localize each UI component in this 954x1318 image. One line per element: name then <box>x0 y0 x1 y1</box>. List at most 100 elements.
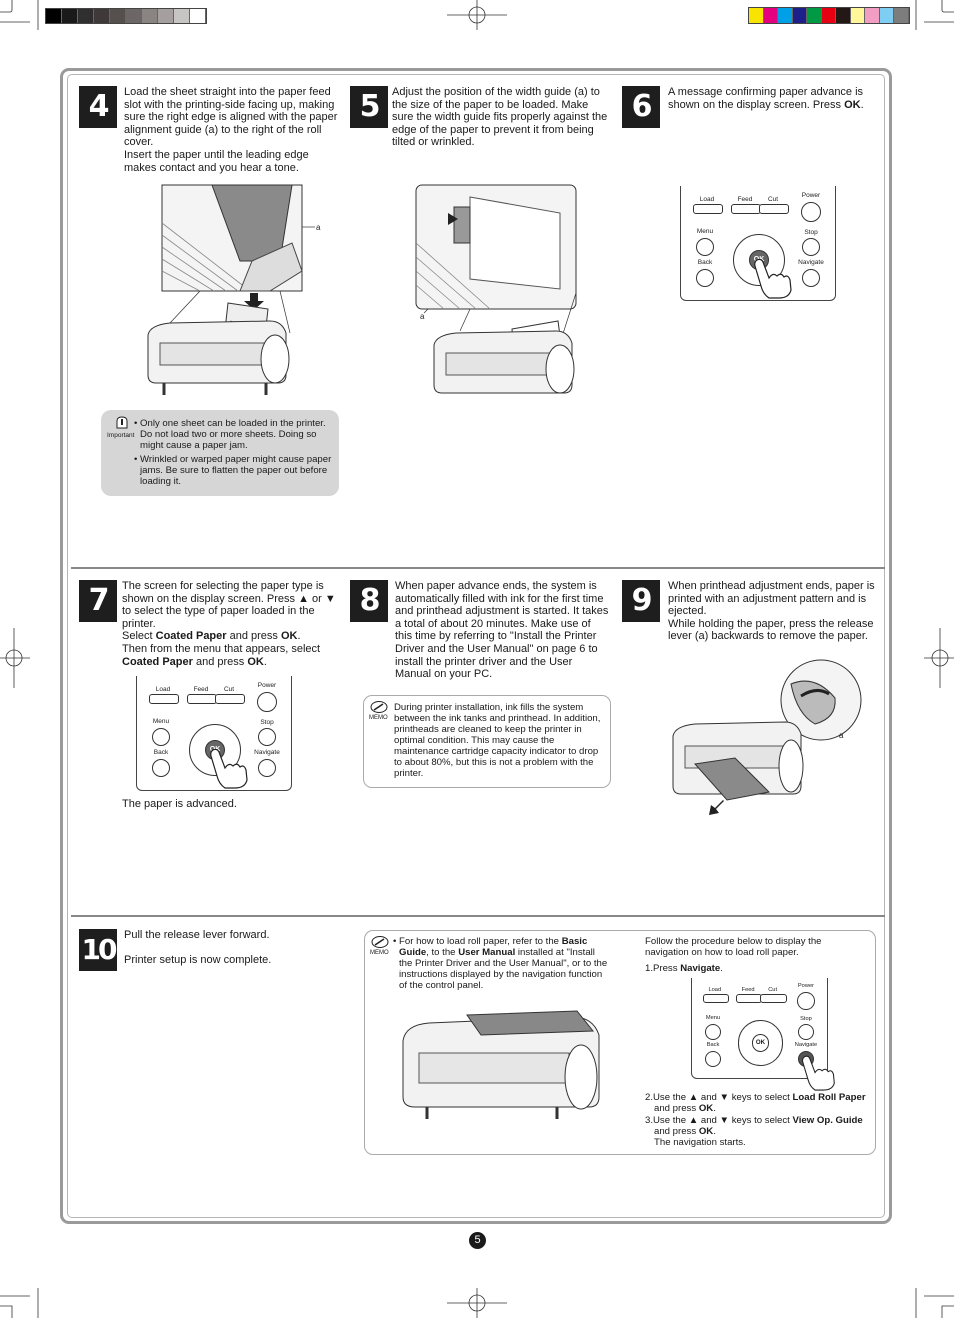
hand-press-icon <box>754 258 792 299</box>
panel-label-load: Load <box>155 686 171 693</box>
step-5-number: 5 <box>350 86 388 128</box>
power-button[interactable] <box>257 692 277 712</box>
step-4-line-2: Insert the paper until the leading edge … <box>124 148 309 174</box>
power-button[interactable] <box>801 202 821 222</box>
swatch <box>78 9 94 23</box>
step-9-line-2: While holding the paper, press the relea… <box>668 617 874 643</box>
printer-illustration <box>402 1010 600 1119</box>
swatch <box>821 8 836 23</box>
panel-label-feed: Feed <box>193 686 209 693</box>
memo-8-text: During printer installation, ink fills t… <box>394 702 601 779</box>
step-10-number: 10 <box>79 929 117 971</box>
arrow-down-left-icon <box>709 800 724 815</box>
step-8-text: When paper advance ends, the system is a… <box>395 580 609 681</box>
step-7-number: 7 <box>79 580 117 622</box>
feed-button[interactable] <box>735 993 763 1003</box>
swatch <box>46 9 62 23</box>
panel-label-power: Power <box>257 682 277 689</box>
navigate-button[interactable] <box>258 759 276 777</box>
page-frame-inner <box>67 74 885 1218</box>
navigate-button[interactable] <box>802 269 820 287</box>
panel-label-cut: Cut <box>768 986 778 993</box>
power-button[interactable] <box>797 992 815 1010</box>
swatch <box>142 9 158 23</box>
hand-press-icon <box>801 1055 835 1091</box>
swatch <box>174 9 190 23</box>
hand-press-icon <box>210 748 248 789</box>
important-note: Important • Only one sheet can be loaded… <box>101 410 339 496</box>
important-icon-label: Important <box>107 432 135 439</box>
cut-button[interactable] <box>215 694 245 704</box>
swatch <box>158 9 174 23</box>
memo-icon <box>370 701 388 713</box>
panel-label-cut: Cut <box>223 686 235 693</box>
swatch <box>62 9 78 23</box>
menu-button[interactable] <box>152 728 170 746</box>
memo-10-follow: Follow the procedure below to display th… <box>645 936 822 958</box>
stop-button[interactable] <box>802 238 820 256</box>
step-7-text: The screen for selecting the paper type … <box>122 580 340 668</box>
memo-icon-label: MEMO <box>369 715 388 721</box>
panel-label-cut: Cut <box>767 196 779 203</box>
panel-label-navigate: Navigate <box>794 1041 818 1048</box>
arrow-down-icon <box>244 293 264 310</box>
step-7-line-3: Then from the menu that appears, select … <box>122 642 321 668</box>
memo-10-text: • For how to load roll paper, refer to t… <box>393 936 608 991</box>
page-frame <box>60 68 892 1224</box>
swatch <box>850 8 865 23</box>
cut-button[interactable] <box>759 204 789 214</box>
swatch <box>792 8 807 23</box>
step-4-number: 4 <box>79 86 117 128</box>
step-4-illustration: a Printing side <box>147 184 321 395</box>
swatch <box>778 8 793 23</box>
panel-label-load: Load <box>699 196 715 203</box>
panel-label-feed: Feed <box>737 196 753 203</box>
step-5-label-a: a <box>420 312 425 321</box>
load-button[interactable] <box>702 993 730 1003</box>
panel-label-power: Power <box>797 983 815 990</box>
back-button[interactable] <box>705 1050 722 1067</box>
load-button[interactable] <box>149 694 179 704</box>
important-item-2: • Wrinkled or warped paper might cause p… <box>134 454 332 487</box>
panel-label-menu: Menu <box>152 718 170 725</box>
swatch <box>894 8 909 23</box>
back-button[interactable] <box>152 759 170 777</box>
step-7-result: The paper is advanced. <box>122 798 237 810</box>
panel-label-menu: Menu <box>696 228 714 235</box>
feed-button[interactable] <box>187 694 217 704</box>
cut-button[interactable] <box>760 993 787 1003</box>
swatch <box>94 9 110 23</box>
stop-button[interactable] <box>258 728 276 746</box>
swatch <box>110 9 126 23</box>
step-5-illustration: a <box>415 184 577 394</box>
swatch <box>190 9 206 23</box>
panel-label-back: Back <box>706 1041 720 1048</box>
important-item-1: • Only one sheet can be loaded in the pr… <box>134 418 326 451</box>
back-button[interactable] <box>696 269 714 287</box>
load-button[interactable] <box>693 204 723 214</box>
page-number: 5 <box>469 1232 486 1249</box>
ok-button[interactable]: OK <box>751 1034 770 1052</box>
menu-button[interactable] <box>705 1023 722 1040</box>
memo-10-step-1: 1.Press Navigate. <box>645 963 723 974</box>
step-7-line-1: The screen for selecting the paper type … <box>122 580 336 630</box>
menu-button[interactable] <box>696 238 714 256</box>
feed-button[interactable] <box>731 204 761 214</box>
gray-swatch-strip <box>45 8 207 24</box>
step-6-text: A message confirming paper advance is sh… <box>668 86 864 111</box>
stop-button[interactable] <box>798 1023 815 1040</box>
step-4-label-a: a <box>316 223 321 232</box>
swatch <box>807 8 822 23</box>
step-9-text: When printhead adjustment ends, paper is… <box>668 580 884 643</box>
important-icon <box>116 416 128 429</box>
panel-label-back: Back <box>153 749 169 756</box>
panel-label-load: Load <box>708 986 722 993</box>
panel-label-navigate: Navigate <box>254 749 280 756</box>
swatch <box>836 8 851 23</box>
panel-label-feed: Feed <box>741 986 755 993</box>
step-9-illustration: a <box>672 659 862 815</box>
